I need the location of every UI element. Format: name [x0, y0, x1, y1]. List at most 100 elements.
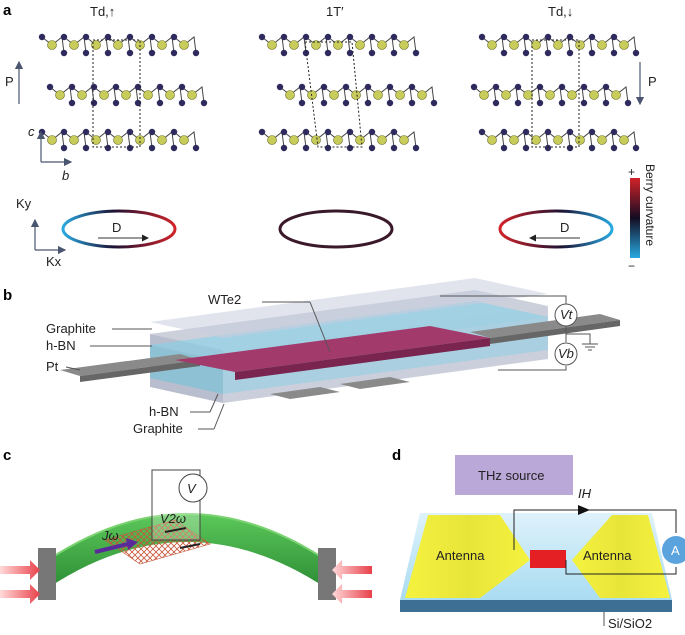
layer-label-graphite-bottom: Graphite	[133, 421, 183, 436]
atom-metal	[280, 49, 288, 57]
atom-metal	[324, 33, 332, 41]
atom-metal	[324, 128, 332, 136]
atom-chalcogen	[487, 135, 497, 145]
bent-substrate-beam	[48, 514, 326, 588]
lattice-bond	[481, 131, 505, 149]
heterostructure-stack	[60, 278, 620, 403]
atom-metal	[82, 144, 90, 152]
atom-metal	[46, 83, 54, 91]
unit-cell-box-middle	[304, 41, 363, 148]
atom-chalcogen	[611, 90, 621, 100]
lattice-bond	[473, 86, 497, 104]
layer-label-pt: Pt	[46, 359, 59, 374]
lattice-bond	[49, 86, 73, 104]
dipole-label-left: D	[112, 220, 121, 235]
lattice-bond	[389, 86, 413, 104]
atom-metal	[368, 144, 376, 152]
atom-metal	[320, 99, 328, 107]
lattice-bond	[159, 86, 183, 104]
voltmeter	[178, 473, 208, 503]
atom-metal	[68, 99, 76, 107]
unit-cell-box-left	[92, 39, 141, 148]
atom-chalcogen	[597, 40, 607, 50]
lattice-bond	[547, 36, 571, 54]
atom-metal	[492, 83, 500, 91]
atom-metal	[156, 99, 164, 107]
wte2-flake-front	[235, 338, 490, 380]
atom-chalcogen	[311, 40, 321, 50]
atom-metal	[346, 128, 354, 136]
atom-chalcogen	[589, 90, 599, 100]
lattice-bond	[605, 86, 629, 104]
atom-metal	[522, 144, 530, 152]
panel-label-a: a	[3, 2, 12, 19]
atom-metal	[320, 83, 328, 91]
atom-metal	[126, 128, 134, 136]
atom-chalcogen	[333, 40, 343, 50]
atom-metal	[602, 83, 610, 91]
atom-metal	[558, 83, 566, 91]
lattice-bond	[547, 131, 571, 149]
atom-chalcogen	[377, 135, 387, 145]
atom-metal	[566, 49, 574, 57]
atom-metal	[588, 33, 596, 41]
atom-chalcogen	[417, 90, 427, 100]
atom-metal	[478, 128, 486, 136]
atom-metal	[588, 49, 596, 57]
kx-axis-label: Kx	[46, 254, 62, 269]
lattice-bond	[349, 36, 373, 54]
atom-metal	[412, 144, 420, 152]
lattice-bond	[107, 131, 131, 149]
atom-chalcogen	[135, 135, 145, 145]
clamp-left	[38, 548, 56, 600]
phase-label-td-up: Td,↑	[90, 4, 115, 19]
atom-metal	[324, 144, 332, 152]
atom-chalcogen	[157, 135, 167, 145]
atom-metal	[610, 144, 618, 152]
thz-source-box	[455, 455, 573, 495]
atom-metal	[500, 49, 508, 57]
lattice-bond	[173, 131, 197, 149]
atom-metal	[588, 144, 596, 152]
atom-metal	[104, 128, 112, 136]
lattice-bond	[517, 86, 541, 104]
lattice-bond	[261, 36, 285, 54]
atom-metal	[178, 99, 186, 107]
atom-metal	[280, 144, 288, 152]
atom-metal	[126, 49, 134, 57]
atom-metal	[112, 83, 120, 91]
atom-metal	[148, 49, 156, 57]
colorbar-plus: +	[628, 165, 635, 179]
lattice-bond	[525, 36, 549, 54]
atom-metal	[60, 128, 68, 136]
atom-metal	[500, 128, 508, 136]
antenna-label-right: Antenna	[583, 548, 632, 563]
lattice-bond	[583, 86, 607, 104]
atom-metal	[346, 144, 354, 152]
lattice-bond	[129, 131, 153, 149]
lattice-bond	[107, 36, 131, 54]
pt-electrode-middle	[270, 387, 340, 399]
atom-chalcogen	[113, 135, 123, 145]
lattice-bond	[93, 86, 117, 104]
lattice-bond	[151, 36, 175, 54]
berry-oval-right	[498, 209, 614, 249]
lattice-bond	[283, 131, 307, 149]
atom-metal	[610, 128, 618, 136]
substrate-label: Si/SiO2	[608, 616, 652, 631]
pt-electrode-far-right-front	[490, 320, 620, 344]
atom-chalcogen	[545, 90, 555, 100]
lattice-bond	[503, 36, 527, 54]
atom-metal	[126, 33, 134, 41]
atom-chalcogen	[509, 135, 519, 145]
current-label: Jω	[101, 528, 119, 543]
layer-label-hbn-bottom: h-BN	[149, 404, 179, 419]
atom-metal	[346, 49, 354, 57]
atom-metal	[170, 49, 178, 57]
probe-contact-1	[164, 527, 187, 533]
phase-label-td-down: Td,↓	[548, 4, 573, 19]
atom-metal	[104, 49, 112, 57]
pt-electrode-left-front	[80, 360, 200, 382]
antenna-left-pad	[405, 515, 530, 598]
atom-metal	[610, 33, 618, 41]
